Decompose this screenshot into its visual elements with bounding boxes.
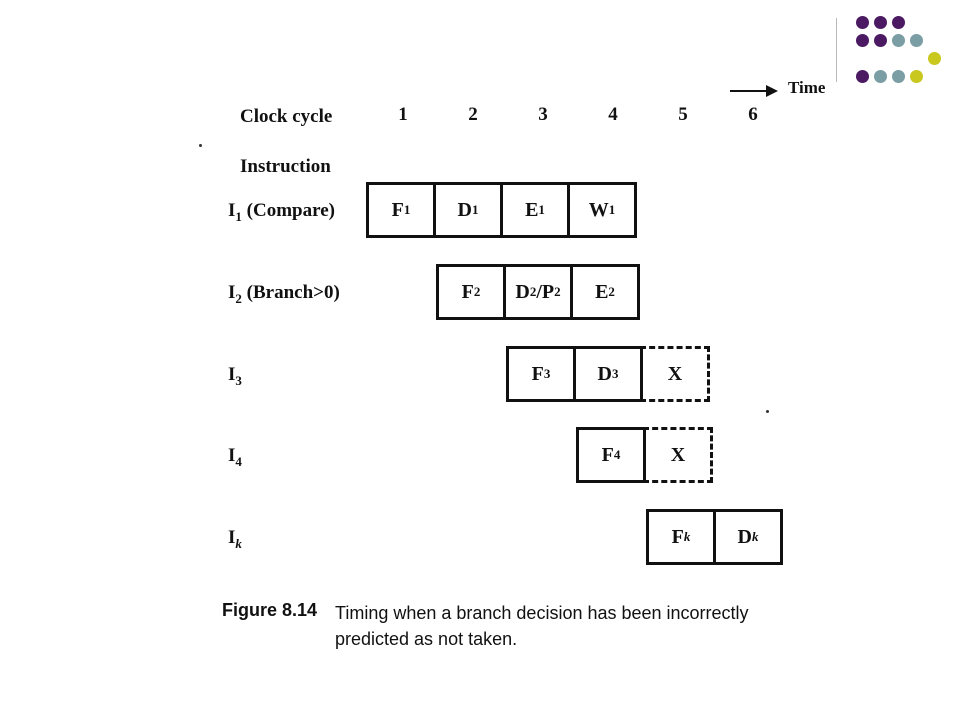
decorative-dot xyxy=(928,52,941,65)
decorative-dot xyxy=(856,16,869,29)
figure-number: Figure 8.14 xyxy=(222,600,318,620)
decorative-dot xyxy=(892,34,905,47)
cycle-number: 5 xyxy=(678,104,688,125)
instruction-label: Ik xyxy=(228,527,242,551)
decorative-dot xyxy=(856,34,869,47)
time-arrow-line xyxy=(730,90,768,92)
cycle-number: 6 xyxy=(748,104,758,125)
cycle-number: 3 xyxy=(538,104,548,125)
discarded-stage-cell: X xyxy=(643,427,713,483)
scan-speck xyxy=(766,410,769,413)
cycle-number: 4 xyxy=(608,104,618,125)
decorative-divider xyxy=(836,18,837,82)
decorative-dot xyxy=(856,70,869,83)
instruction-label: I2 (Branch>0) xyxy=(228,282,340,306)
time-label: Time xyxy=(788,78,826,97)
time-arrow-icon xyxy=(766,85,778,97)
instruction-label: I1 (Compare) xyxy=(228,200,335,224)
decorative-dot xyxy=(874,16,887,29)
instruction-label: I4 xyxy=(228,445,242,469)
decorative-dot xyxy=(892,16,905,29)
instruction-header: Instruction xyxy=(240,156,331,177)
decorative-dot xyxy=(892,70,905,83)
instruction-label: I3 xyxy=(228,364,242,388)
clock-cycle-label: Clock cycle xyxy=(240,106,333,127)
figure-caption: Timing when a branch decision has been i… xyxy=(335,603,749,649)
decorative-dot xyxy=(910,34,923,47)
decorative-dot xyxy=(910,70,923,83)
decorative-dot xyxy=(874,70,887,83)
decorative-dot xyxy=(874,34,887,47)
cycle-number: 2 xyxy=(468,104,478,125)
scan-speck xyxy=(199,144,202,147)
discarded-stage-cell: X xyxy=(640,346,710,402)
cycle-number: 1 xyxy=(398,104,408,125)
